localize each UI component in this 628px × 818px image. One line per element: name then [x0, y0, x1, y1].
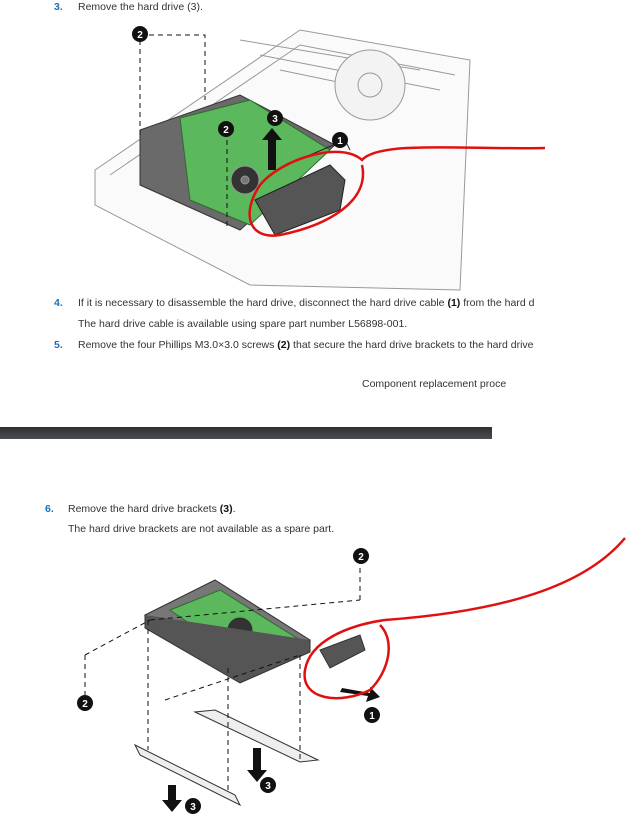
- callout-badges-page2: [77, 548, 380, 814]
- callout-1b: 1: [369, 711, 375, 722]
- red-annotation-2: [303, 537, 626, 700]
- step6-text: Remove the hard drive brackets (3).: [68, 503, 236, 515]
- hard-drive-in-chassis-illustration: [94, 29, 471, 291]
- red-annotation-1: [248, 146, 546, 237]
- callout-3c: 3: [190, 802, 196, 813]
- callout-2a: 2: [137, 30, 143, 41]
- step4-text: If it is necessary to disassemble the ha…: [78, 297, 535, 309]
- page-break-divider: [0, 427, 492, 439]
- leader-lines: [139, 34, 228, 230]
- page-footer: Component replacement proce: [362, 378, 507, 390]
- callout-2d: 2: [82, 699, 88, 710]
- step6-note: The hard drive brackets are not availabl…: [68, 523, 335, 535]
- step3-text: Remove the hard drive (3).: [78, 1, 203, 13]
- hard-drive-brackets-illustration: [133, 579, 366, 807]
- step3-number: 3.: [54, 1, 63, 13]
- leader-lines-page2: [84, 565, 361, 790]
- callout-1: 1: [337, 136, 343, 147]
- callout-2c: 2: [358, 552, 364, 563]
- up-arrow-icon: [262, 128, 282, 170]
- down-arrow-icon: [247, 748, 267, 782]
- callout-2b: 2: [223, 125, 229, 136]
- step4-number: 4.: [54, 297, 63, 309]
- step5-text: Remove the four Phillips M3.0×3.0 screws…: [78, 339, 534, 351]
- step5-number: 5.: [54, 339, 63, 351]
- down-arrow-icon: [162, 785, 182, 812]
- callout-3: 3: [272, 114, 278, 125]
- step6-number: 6.: [45, 503, 54, 515]
- step4-note: The hard drive cable is available using …: [78, 318, 408, 330]
- callout-3b: 3: [265, 781, 271, 792]
- callout-badges-page1: [132, 26, 348, 148]
